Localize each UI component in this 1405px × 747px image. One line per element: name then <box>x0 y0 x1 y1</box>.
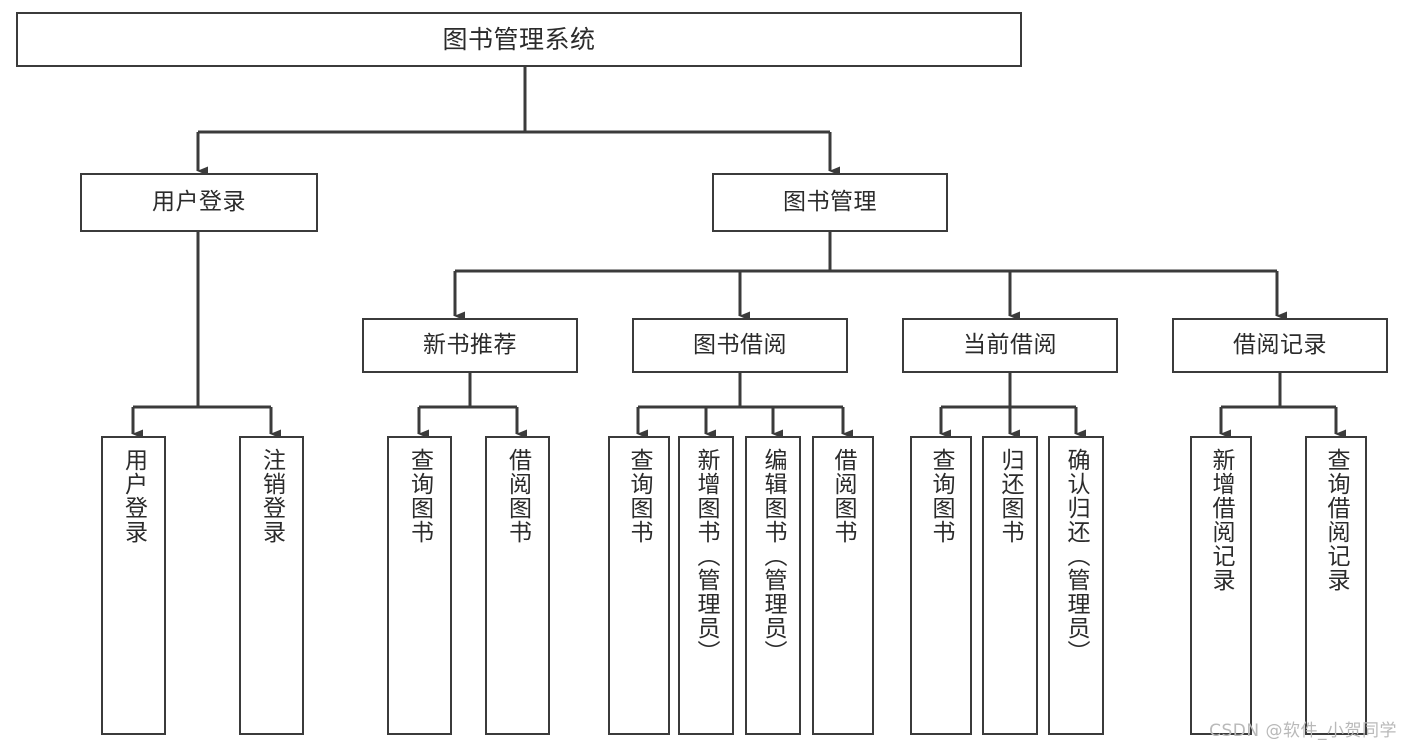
node-current-borrow[interactable]: 当前借阅 <box>902 318 1118 373</box>
node-leaf-add-record[interactable]: 新增借阅记录 <box>1190 436 1252 735</box>
node-leaf-add-book[interactable]: 新增图书（管理员） <box>678 436 734 735</box>
node-new-book-recommend[interactable]: 新书推荐 <box>362 318 578 373</box>
node-label: 当前借阅 <box>963 331 1057 358</box>
node-borrow-record[interactable]: 借阅记录 <box>1172 318 1388 373</box>
node-label: 新书推荐 <box>423 331 517 358</box>
node-label: 借阅图书 <box>830 448 857 544</box>
node-root-system[interactable]: 图书管理系统 <box>16 12 1022 67</box>
node-label: 新增图书（管理员） <box>693 448 720 664</box>
node-label: 编辑图书（管理员） <box>760 448 787 664</box>
node-label: 借阅记录 <box>1233 331 1327 358</box>
node-label: 查询图书 <box>928 448 955 544</box>
node-leaf-borrow-book-1[interactable]: 借阅图书 <box>485 436 550 735</box>
node-label: 用户登录 <box>152 188 246 215</box>
node-leaf-user-logout[interactable]: 注销登录 <box>239 436 304 735</box>
node-user-login[interactable]: 用户登录 <box>80 173 318 232</box>
node-label: 借阅图书 <box>504 448 531 544</box>
node-label: 图书管理 <box>783 188 877 215</box>
node-leaf-query-record[interactable]: 查询借阅记录 <box>1305 436 1367 735</box>
node-label: 查询图书 <box>406 448 433 544</box>
node-leaf-edit-book[interactable]: 编辑图书（管理员） <box>745 436 801 735</box>
node-label: 图书管理系统 <box>442 24 596 54</box>
node-book-manage[interactable]: 图书管理 <box>712 173 948 232</box>
node-leaf-user-login[interactable]: 用户登录 <box>101 436 166 735</box>
node-label: 注销登录 <box>258 448 285 544</box>
node-leaf-query-book-3[interactable]: 查询图书 <box>910 436 972 735</box>
node-label: 新增借阅记录 <box>1208 448 1235 592</box>
node-label: 图书借阅 <box>693 331 787 358</box>
node-label: 查询借阅记录 <box>1323 448 1350 592</box>
node-leaf-confirm-return[interactable]: 确认归还（管理员） <box>1048 436 1104 735</box>
node-label: 归还图书 <box>997 448 1024 544</box>
node-leaf-query-book-1[interactable]: 查询图书 <box>387 436 452 735</box>
node-leaf-query-book-2[interactable]: 查询图书 <box>608 436 670 735</box>
node-leaf-return-book[interactable]: 归还图书 <box>982 436 1038 735</box>
watermark-text: CSDN @软件_小贺同学 <box>1209 721 1397 741</box>
node-book-borrow[interactable]: 图书借阅 <box>632 318 848 373</box>
node-label: 确认归还（管理员） <box>1063 448 1090 664</box>
node-leaf-borrow-book-2[interactable]: 借阅图书 <box>812 436 874 735</box>
node-label: 用户登录 <box>120 448 147 544</box>
node-label: 查询图书 <box>626 448 653 544</box>
